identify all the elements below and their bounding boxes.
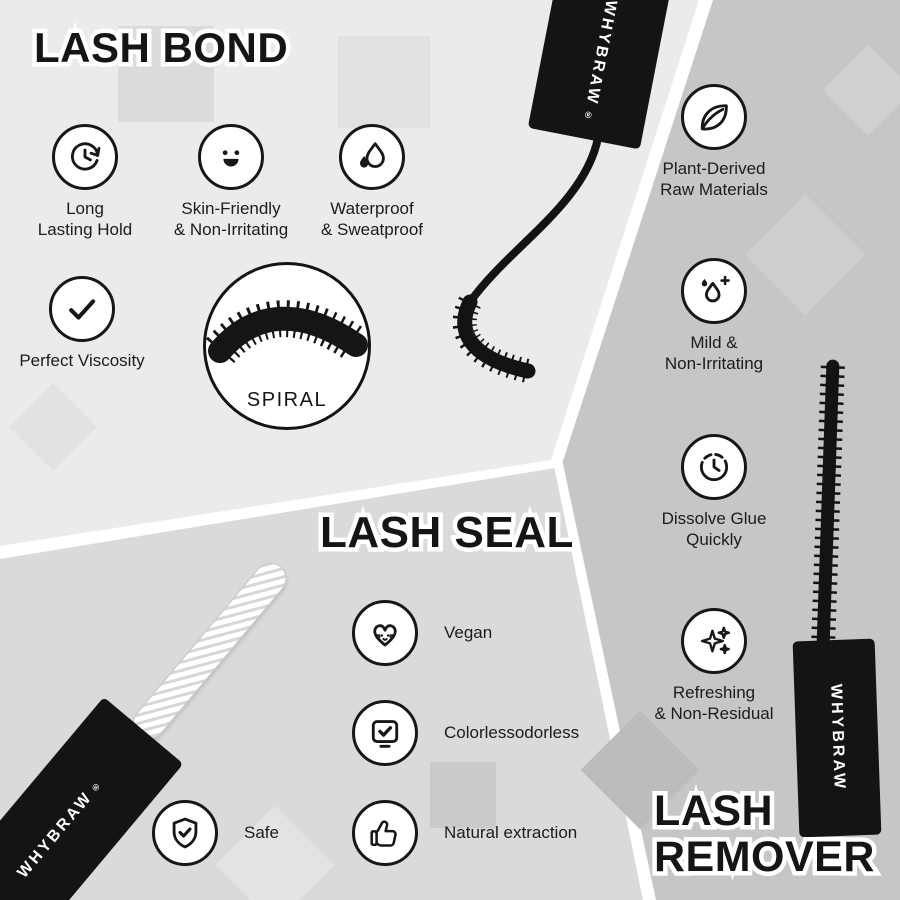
vegan-heart-icon bbox=[373, 624, 397, 647]
feature-icon-circle bbox=[681, 258, 747, 324]
checkbox-icon bbox=[371, 720, 399, 748]
decor-square bbox=[338, 36, 430, 128]
leaf-icon bbox=[700, 104, 728, 131]
feature-icon-circle bbox=[49, 276, 115, 342]
feature-label: Skin-Friendly & Non-Irritating bbox=[173, 199, 289, 239]
feature-icon-circle bbox=[352, 600, 418, 666]
feature-plant-derived: Plant-Derived Raw Materials bbox=[628, 84, 800, 200]
feature-vegan: Vegan bbox=[352, 600, 492, 666]
feature-icon-circle bbox=[352, 800, 418, 866]
decor-square bbox=[822, 44, 900, 136]
brand-label: WHYBRAW bbox=[827, 684, 848, 792]
mild-drops-icon bbox=[701, 275, 730, 303]
bond-brush-wand bbox=[452, 134, 602, 383]
brand-label: WHYBRAW® bbox=[14, 780, 103, 882]
clock-refresh-icon bbox=[71, 142, 101, 171]
feature-label: Mild & Non-Irritating bbox=[664, 333, 764, 373]
feature-icon-circle bbox=[681, 608, 747, 674]
thumbs-up-icon bbox=[370, 820, 397, 847]
feature-safe: Safe bbox=[152, 800, 279, 866]
feature-waterproof: Waterproof & Sweatproof bbox=[297, 124, 447, 240]
spiral-badge: SPIRAL bbox=[203, 262, 371, 430]
brand-label: WHYBRAW® bbox=[582, 0, 620, 121]
sparkles-icon bbox=[700, 626, 731, 655]
lash-remover-title: LASH REMOVER bbox=[650, 783, 879, 885]
feature-icon-circle bbox=[352, 700, 418, 766]
lash-seal-title: LASH SEAL bbox=[316, 504, 578, 562]
dissolve-clock-icon bbox=[699, 452, 729, 482]
feature-long-lasting: Long Lasting Hold bbox=[10, 124, 160, 240]
checkmark-icon bbox=[69, 299, 96, 320]
waterdrops-icon bbox=[359, 142, 385, 168]
feature-colorless-odorless: Colorlessodorless bbox=[352, 700, 579, 766]
feature-label: Long Lasting Hold bbox=[37, 199, 133, 239]
feature-perfect-viscosity: Perfect Viscosity bbox=[0, 276, 164, 372]
lash-bond-title: LASH BOND bbox=[29, 20, 292, 76]
feature-icon-circle bbox=[339, 124, 405, 190]
feature-dissolve-quickly: Dissolve Glue Quickly bbox=[628, 434, 800, 550]
feature-mild: Mild & Non-Irritating bbox=[628, 258, 800, 374]
spiral-label: SPIRAL bbox=[246, 389, 328, 411]
feature-label: Vegan bbox=[444, 622, 493, 642]
registered-mark: ® bbox=[88, 780, 103, 795]
feature-skin-friendly: Skin-Friendly & Non-Irritating bbox=[156, 124, 306, 240]
feature-icon-circle bbox=[681, 84, 747, 150]
decor-square bbox=[430, 762, 496, 828]
feature-label: Natural extraction bbox=[444, 822, 578, 842]
feature-label: Colorlessodorless bbox=[444, 722, 580, 742]
feature-icon-circle bbox=[681, 434, 747, 500]
shield-check-icon bbox=[172, 817, 198, 849]
feature-label: Safe bbox=[244, 822, 279, 842]
feature-label: Waterproof & Sweatproof bbox=[320, 199, 424, 239]
feature-icon-circle bbox=[152, 800, 218, 866]
decor-square bbox=[118, 26, 214, 122]
feature-icon-circle bbox=[198, 124, 264, 190]
smiley-icon bbox=[222, 150, 240, 167]
feature-icon-circle bbox=[52, 124, 118, 190]
feature-natural-extraction: Natural extraction bbox=[352, 800, 577, 866]
feature-label: Plant-Derived Raw Materials bbox=[660, 159, 768, 199]
feature-label: Perfect Viscosity bbox=[19, 351, 145, 370]
registered-mark: ® bbox=[582, 108, 595, 121]
feature-refreshing: Refreshing & Non-Residual bbox=[628, 608, 800, 724]
feature-label: Dissolve Glue Quickly bbox=[661, 509, 767, 549]
feature-label: Refreshing & Non-Residual bbox=[654, 683, 774, 723]
remover-brush bbox=[811, 359, 845, 649]
